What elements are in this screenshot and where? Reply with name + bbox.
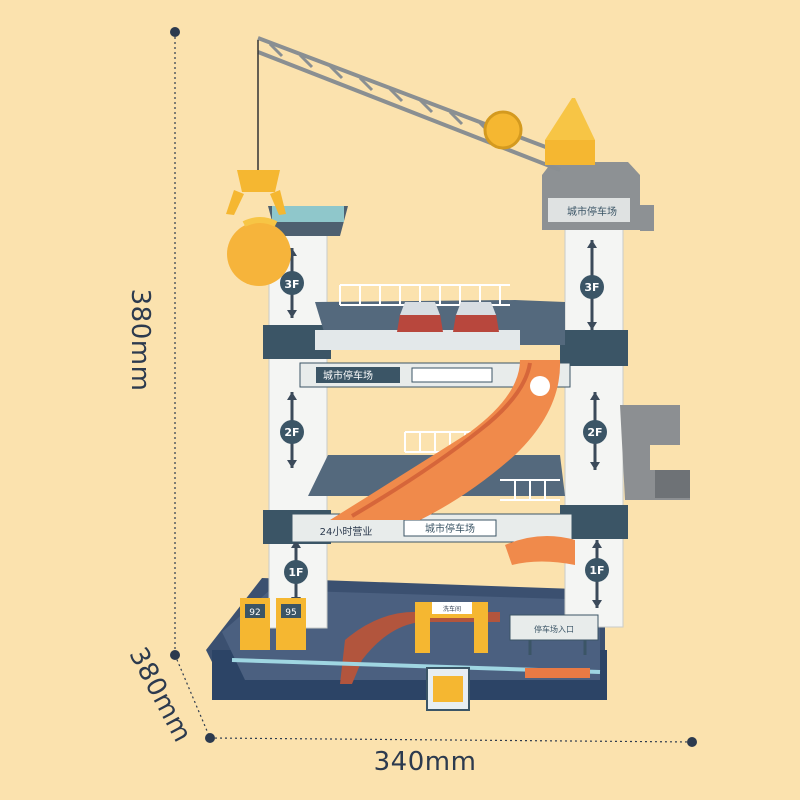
level3-sign: 城市停车场: [323, 369, 373, 382]
hours-sign: 24小时营业: [320, 525, 373, 538]
top-sign: 城市停车场: [567, 205, 617, 218]
orange-ramp: [330, 360, 575, 565]
crane-cab: [542, 162, 654, 231]
width-dimension: 340mm: [373, 747, 477, 777]
floor-2f-right: 2F: [587, 426, 602, 439]
dimension-dots: [170, 27, 697, 747]
base: [206, 578, 607, 711]
floor-3f-right: 3F: [584, 281, 599, 294]
pump-95: 95: [285, 608, 296, 618]
floor-1f-right: 1F: [589, 564, 604, 577]
height-dimension: 380mm: [125, 288, 155, 392]
floor-2f-left: 2F: [284, 426, 299, 439]
floor-3f-left: 3F: [284, 278, 299, 291]
floor-1f-left: 1F: [288, 566, 303, 579]
car-wash-sign: 洗车间: [443, 605, 461, 613]
right-tower: [560, 214, 690, 628]
accessories: [240, 598, 599, 678]
crane: [226, 36, 595, 286]
entrance-sign: 停车场入口: [534, 624, 574, 634]
level2-sign: 城市停车场: [425, 522, 475, 535]
dimension-lines: [174, 32, 693, 743]
pump-92: 92: [249, 608, 260, 618]
